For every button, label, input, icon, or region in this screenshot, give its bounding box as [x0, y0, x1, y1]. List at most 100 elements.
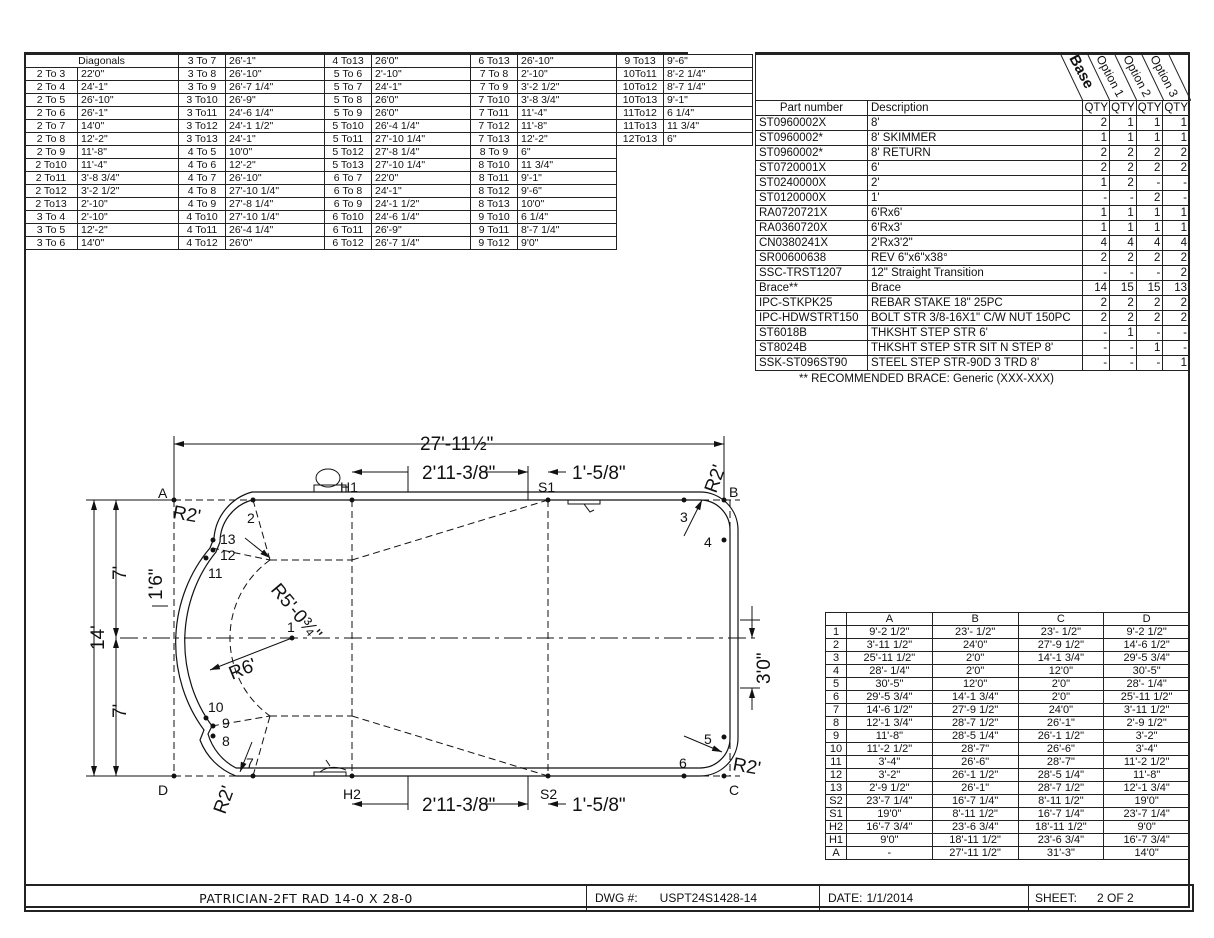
coords-value: 3'-2" — [846, 768, 933, 782]
coords-point-label: 11 — [825, 755, 847, 769]
coords-point-label: 13 — [825, 781, 847, 795]
coords-value: 28'-5 1/4" — [931, 729, 1019, 743]
coords-point-label: 2 — [825, 638, 847, 652]
diagonal-value: 6 1/4" — [663, 106, 753, 120]
coords-point-label: 5 — [825, 677, 847, 691]
label-s1: S1 — [538, 479, 555, 495]
diagonal-key: 7 To13 — [470, 132, 518, 146]
coords-value: 16'-7 3/4" — [1103, 833, 1190, 847]
part-qty: 2 — [1109, 160, 1137, 176]
coords-value: 3'-4" — [846, 755, 933, 769]
diagonal-value: 11'-8" — [77, 145, 179, 159]
dim-skimmer-offset-bottom: 1'-5/8" — [572, 795, 626, 816]
part-qty: - — [1109, 340, 1137, 356]
diagonal-value: 26'-10" — [225, 171, 325, 185]
coords-point-label: H2 — [825, 820, 847, 834]
part-qty: 4 — [1162, 235, 1190, 251]
coords-value: 23'- 1/2" — [931, 625, 1019, 639]
part-qty: 1 — [1135, 220, 1164, 236]
label-point-8: 8 — [222, 733, 230, 749]
dwg-cell: DWG #: USPT24S1428-14 — [587, 886, 820, 910]
diagonal-key: 6 To10 — [324, 210, 372, 224]
diagonal-value: 2'-10" — [77, 197, 179, 211]
coords-value: 3'-2" — [1103, 729, 1190, 743]
coords-value: 2'-9 1/2" — [1103, 716, 1190, 730]
coords-value: 27'-9 1/2" — [931, 703, 1019, 717]
dim-radius-d: R2' — [210, 783, 239, 816]
coords-value: 3'-11 1/2" — [1103, 703, 1190, 717]
col-qty: QTY — [1109, 100, 1137, 116]
label-point-6: 6 — [679, 755, 687, 771]
coords-col-header — [825, 612, 847, 626]
parts-right-border — [1188, 54, 1190, 614]
part-description: BOLT STR 3/8-16X1" C/W NUT 150PC — [866, 310, 1084, 326]
part-qty: 2 — [1135, 295, 1164, 311]
part-qty: - — [1162, 325, 1190, 341]
coords-value: 23'-7 1/4" — [1103, 807, 1190, 821]
coords-value: 14'-1 3/4" — [931, 690, 1019, 704]
part-qty: 2 — [1109, 310, 1137, 326]
label-point-13: 13 — [220, 531, 236, 547]
coords-point-label: H1 — [825, 833, 847, 847]
coords-col-header: C — [1017, 612, 1105, 626]
part-description: 2' — [866, 175, 1084, 191]
diagonal-key: 3 To11 — [178, 106, 226, 120]
part-qty: 1 — [1135, 205, 1164, 221]
label-point-3: 3 — [680, 509, 688, 525]
part-number: ST0960002* — [755, 145, 868, 161]
diagonal-value: 12'-2" — [225, 158, 325, 172]
part-description: 2'Rx3'2" — [866, 235, 1084, 251]
diagonal-key: 5 To 9 — [324, 106, 372, 120]
label-s2: S2 — [540, 786, 557, 802]
label-point-5: 5 — [704, 731, 712, 747]
coords-value: 23'-6 3/4" — [1017, 833, 1105, 847]
dim-hopper-skimmer-top: 2'11-3/8" — [422, 463, 495, 484]
coords-value: 3'-11 1/2" — [846, 638, 933, 652]
coords-value: 23'-6 3/4" — [931, 820, 1019, 834]
part-qty: - — [1109, 265, 1137, 281]
part-qty: 2 — [1135, 160, 1164, 176]
coords-col-header: B — [931, 612, 1019, 626]
diagonal-key: 3 To13 — [178, 132, 226, 146]
coords-value: 16'-7 3/4" — [846, 820, 933, 834]
diagonal-key: 8 To11 — [470, 171, 518, 185]
part-qty: - — [1135, 175, 1164, 191]
coords-value: 9'-2 1/2" — [846, 625, 933, 639]
part-description: 6' — [866, 160, 1084, 176]
part-qty: 1 — [1109, 220, 1137, 236]
coords-col-header: A — [846, 612, 933, 626]
part-qty: 2 — [1162, 250, 1190, 266]
part-qty: 1 — [1162, 355, 1190, 371]
part-qty: - — [1082, 325, 1111, 341]
coords-value: 2'-9 1/2" — [846, 781, 933, 795]
coords-value: 8'-11 1/2" — [1017, 794, 1105, 808]
part-qty: 2 — [1135, 310, 1164, 326]
diagonal-value: 11'-4" — [77, 158, 179, 172]
coords-point-label: A — [825, 846, 847, 860]
part-qty: 2 — [1135, 190, 1164, 206]
diagonal-value: 22'0" — [371, 171, 471, 185]
part-qty: - — [1109, 190, 1137, 206]
diagonal-key: 3 To 7 — [178, 54, 226, 68]
coords-value: 30'-5" — [846, 677, 933, 691]
diagonal-key: 2 To 9 — [24, 145, 78, 159]
part-description: 6'Rx3' — [866, 220, 1084, 236]
diagonal-key: 2 To 4 — [24, 80, 78, 94]
part-qty: 2 — [1109, 295, 1137, 311]
dim-overall-length: 27'-11½" — [420, 434, 493, 455]
